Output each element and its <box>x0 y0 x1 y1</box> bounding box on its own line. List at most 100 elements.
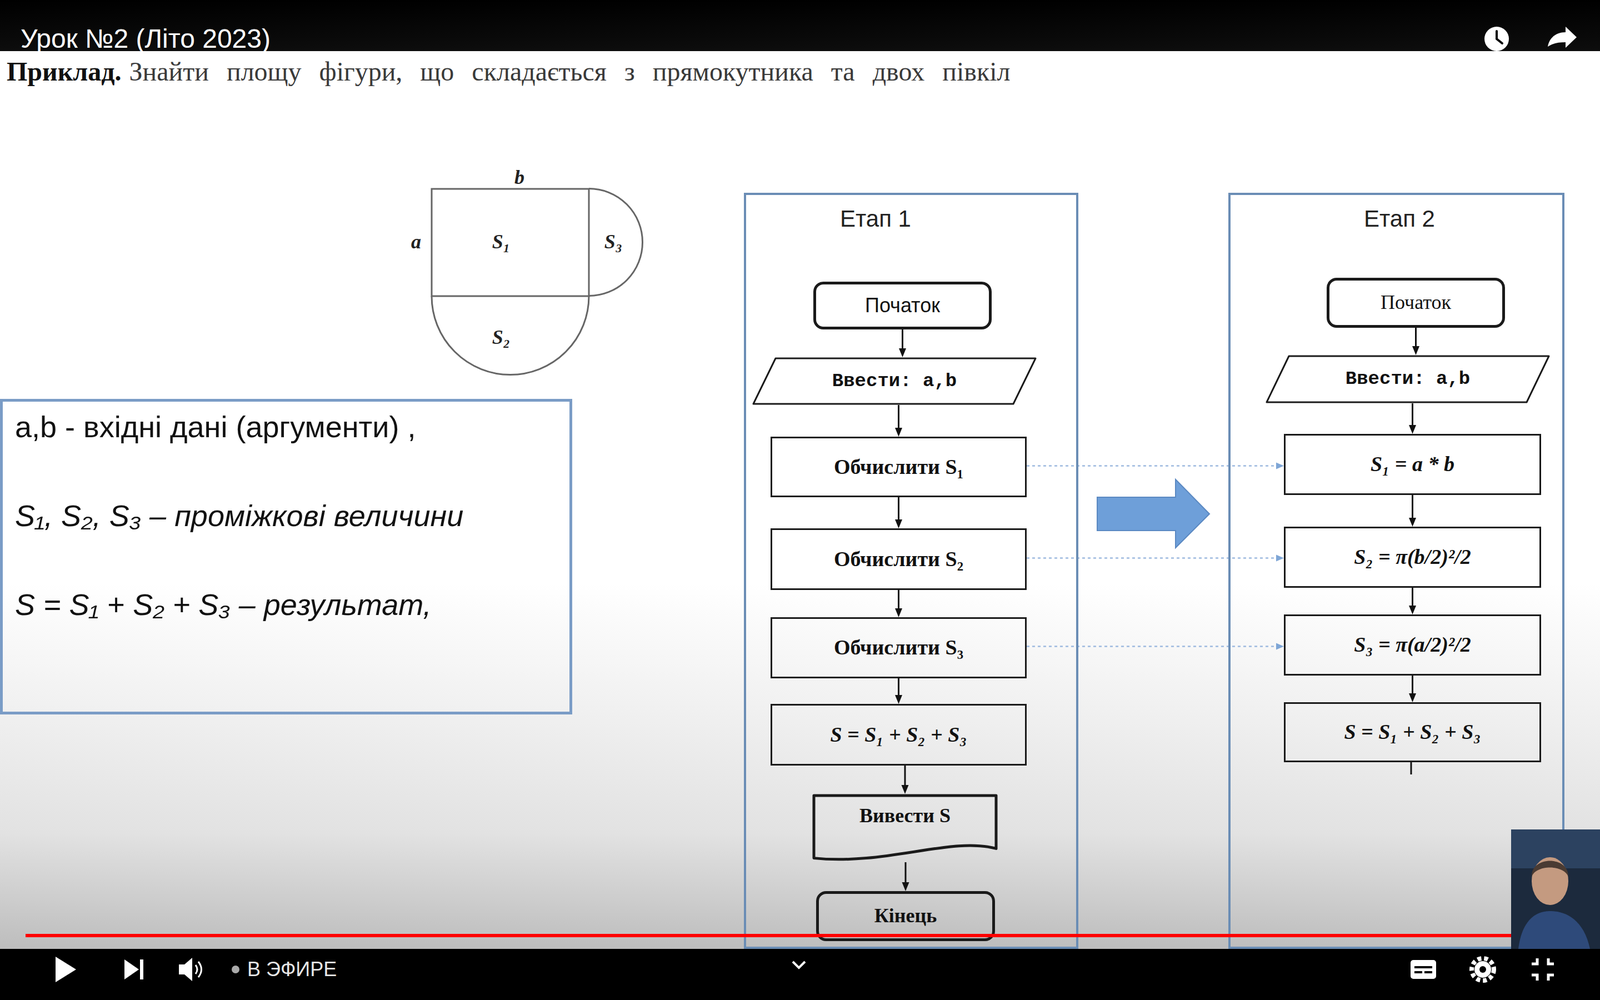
flow-connector <box>895 405 903 437</box>
node-label: Кінець <box>874 903 938 928</box>
arrow-head <box>1276 462 1284 470</box>
arrow-head <box>898 348 907 358</box>
flow-connector <box>902 862 910 892</box>
presenter-shirt <box>1518 911 1590 949</box>
connector-line <box>1411 587 1414 608</box>
input-parallelogram: Ввести: a,b <box>752 357 1037 405</box>
document-outline <box>812 793 998 863</box>
flow-connector <box>901 765 909 794</box>
stage-panel: Етап 1ПочатокВвести: a,bОбчислити S₁Обчи… <box>743 192 1079 949</box>
figure-label-holder: S₁ <box>492 230 511 254</box>
subtitles-icon <box>1410 960 1437 979</box>
subtitles-line <box>1414 971 1423 974</box>
connector-line <box>1415 327 1417 348</box>
node-label: Обчислити S₂ <box>833 546 964 573</box>
volume-wave <box>195 965 198 974</box>
start-terminal: Початок <box>1326 277 1505 328</box>
mapping-connector <box>1026 462 1284 470</box>
arrow-head <box>1276 643 1284 650</box>
node-label: S = S₁ + S₂ + S₃ <box>830 722 967 748</box>
clock-hands <box>1496 31 1503 44</box>
live-dot <box>231 965 240 974</box>
volume-wave <box>198 961 202 978</box>
volume-icon <box>178 957 193 982</box>
connector-line <box>905 862 907 884</box>
figure-label-holder: S₂ <box>492 325 511 350</box>
arrow-head <box>1408 693 1417 703</box>
flow-connector <box>895 497 903 529</box>
flow-connector <box>895 678 903 704</box>
connector-line <box>1026 465 1278 467</box>
connector-line <box>1411 495 1414 520</box>
legend-line: a,b - вхідні дані (аргументи) , <box>15 408 416 445</box>
figure-label: S₁ <box>492 230 511 254</box>
connector-line <box>1411 675 1414 695</box>
connector-line <box>1026 645 1278 648</box>
figure-label: b <box>514 165 525 190</box>
node-label: Ввести: a,b <box>832 370 957 393</box>
settings-gear <box>1471 958 1494 981</box>
mapping-connector <box>1026 643 1284 650</box>
stage-panel: Етап 2 ПочатокВвести: a,b S₁ = a * b S₂ = π… <box>1228 192 1565 949</box>
node-label: Ввести: a,b <box>1345 367 1470 391</box>
connector-line <box>897 405 900 430</box>
subtitles-line <box>1414 966 1433 969</box>
share-icon <box>1547 26 1577 48</box>
arrow-head <box>895 519 903 529</box>
statement-text: Приклад. <box>6 56 122 87</box>
stage-heading: Етап 1 <box>840 205 912 233</box>
legend-line: S = S₁ + S₂ + S₃ – результат, <box>15 586 432 623</box>
next-icon <box>124 959 139 980</box>
problem-statement: Приклад.Знайти площу фігури, що складаєт… <box>6 46 1024 97</box>
arrow-head <box>895 695 903 704</box>
connector-line <box>901 329 904 350</box>
process-box: Обчислити S₃ <box>770 617 1027 679</box>
figure-label: S₃ <box>604 230 623 254</box>
play-icon <box>55 956 77 983</box>
connector-line <box>897 678 900 697</box>
flow-connector <box>1408 675 1417 703</box>
presenter-head <box>1531 857 1569 905</box>
arrow-head <box>902 882 910 892</box>
node-label: Початок <box>1380 290 1452 315</box>
legend-line: S₁, S₂, S₃ – проміжкові величини <box>15 497 464 534</box>
process-box: S₂ = π(b/2)²/2 <box>1283 526 1542 588</box>
arrow-head <box>895 427 903 437</box>
node-label: S₁ = a * b <box>1370 451 1455 478</box>
statement-text: Знайти площу фігури, що складається з пр… <box>129 56 1011 87</box>
semicircle-figure <box>431 296 589 375</box>
process-box: S = S₁ + S₂ + S₃ <box>1283 702 1542 763</box>
video-title-bar: Урок №2 (Літо 2023) <box>0 0 1600 52</box>
controls-bar <box>0 948 1600 1000</box>
webcam-frame <box>1511 829 1600 949</box>
node-label: S₂ = π(b/2)²/2 <box>1353 544 1472 570</box>
settings-gear-hole <box>1479 966 1487 973</box>
figure-label: S₂ <box>492 325 511 350</box>
arrow-head <box>1408 425 1417 434</box>
document-outline <box>813 795 997 860</box>
clock-icon <box>1484 26 1509 52</box>
progress-played <box>25 933 1557 938</box>
node-label: Обчислити S₃ <box>833 635 964 661</box>
video-title: Урок №2 (Літо 2023) <box>20 22 271 56</box>
figure-label-holder: a <box>411 230 422 254</box>
node-label: Обчислити S₁ <box>833 454 964 480</box>
settings-gear <box>1474 961 1492 978</box>
arrow-head <box>1408 605 1417 615</box>
stage-heading: Етап 2 <box>1363 205 1435 233</box>
connector-line <box>897 590 900 610</box>
process-box: Обчислити S₁ <box>770 436 1027 498</box>
output-document: Вивести S <box>812 793 998 863</box>
parallelogram-outline <box>753 358 1036 404</box>
rectangle-figure <box>431 188 589 297</box>
arrow-head <box>901 785 909 794</box>
node-label: S = S₁ + S₂ + S₃ <box>1343 719 1481 745</box>
connector-line <box>897 497 900 522</box>
presenter-hair <box>1531 861 1569 878</box>
node-label: Вивести S <box>859 803 951 828</box>
arrow-head <box>1412 346 1420 355</box>
webcam-wall <box>1511 829 1600 869</box>
live-label: В ЭФИРЕ <box>247 957 337 982</box>
parallelogram-outline <box>1266 356 1549 403</box>
